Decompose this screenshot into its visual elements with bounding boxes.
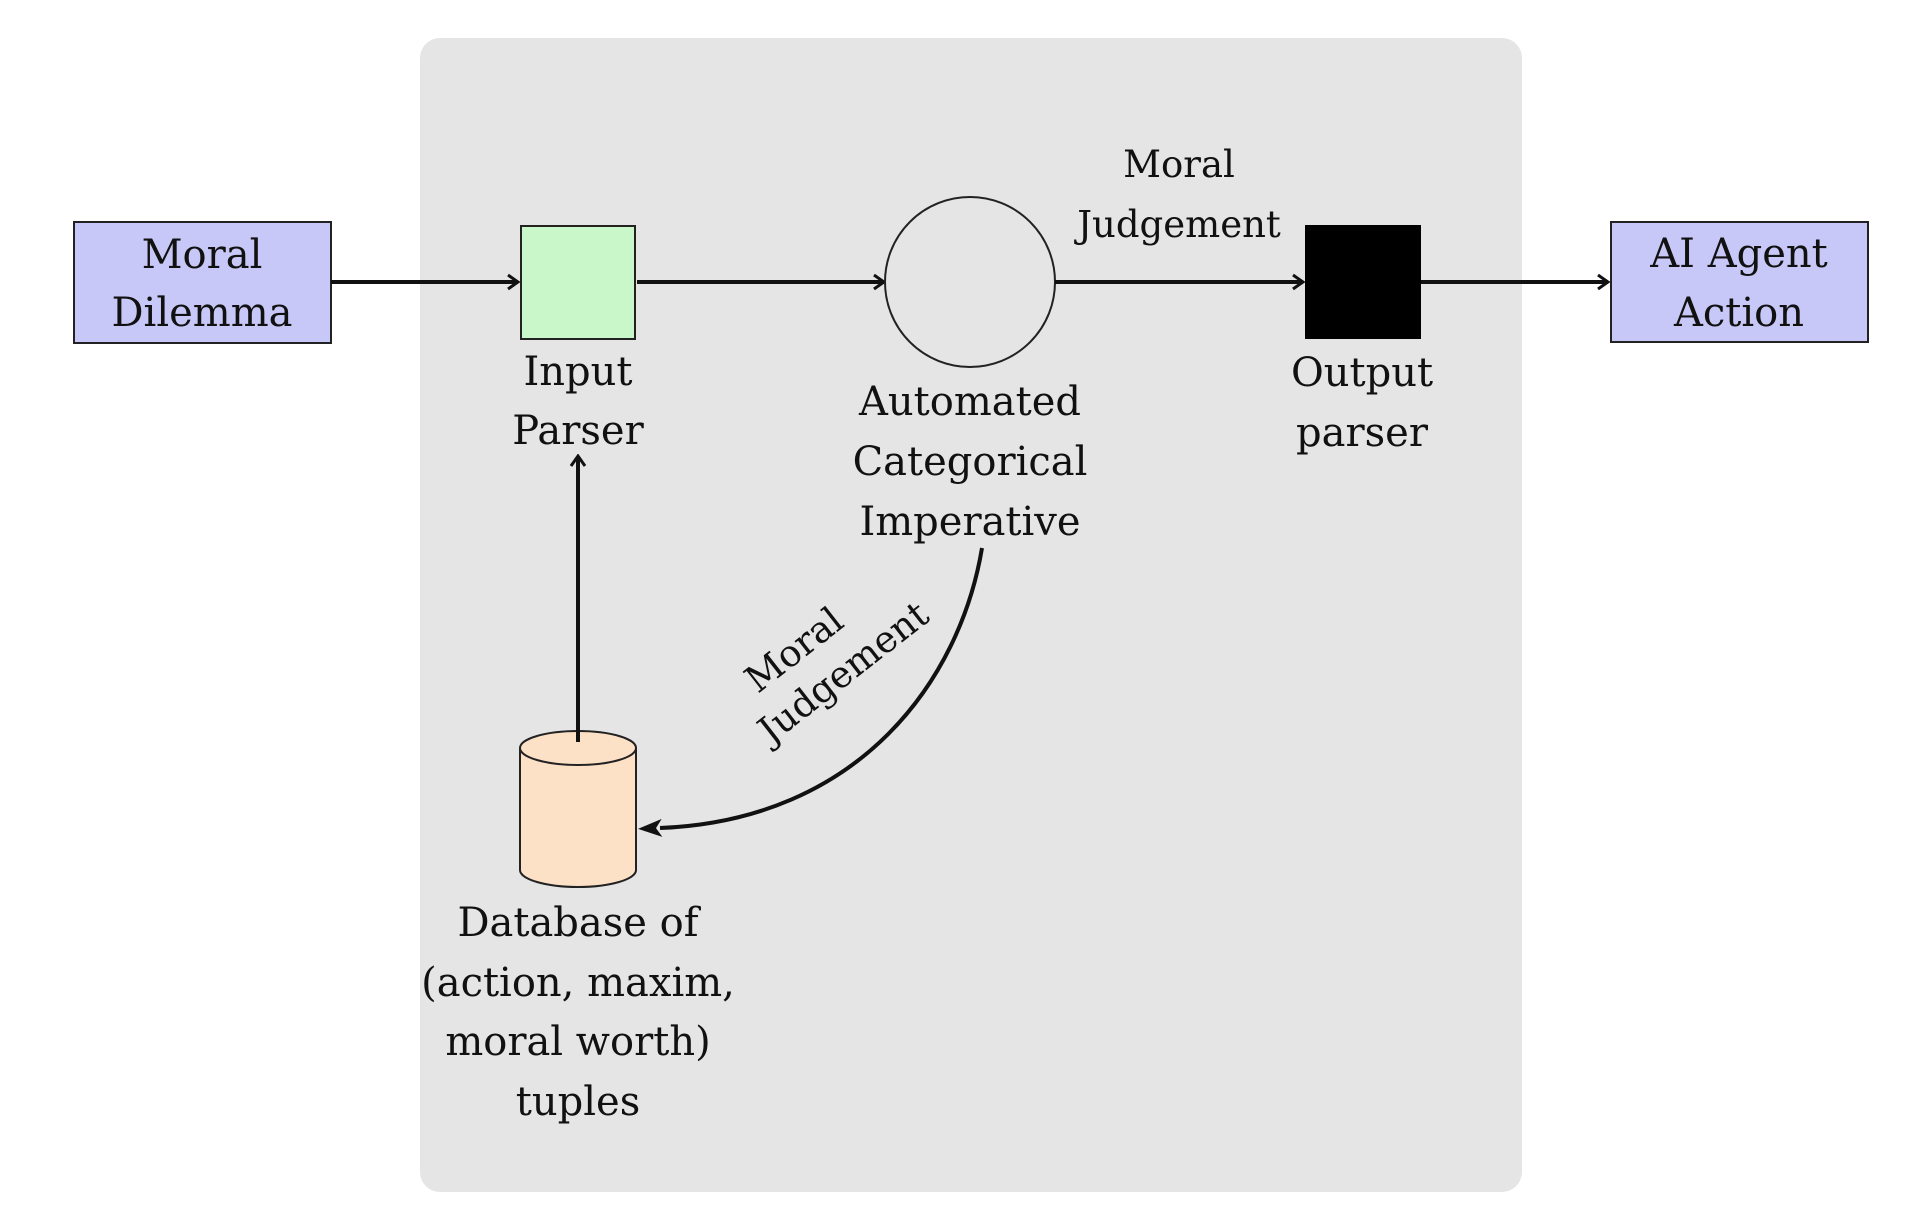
input-parser-label-1: Input bbox=[523, 349, 632, 395]
output-parser-label-2: parser bbox=[1296, 410, 1429, 456]
action-label-2: Action bbox=[1673, 290, 1804, 336]
moral-dilemma-node: Moral Dilemma bbox=[73, 221, 332, 344]
action-label-1: AI Agent bbox=[1649, 231, 1827, 277]
database-label-1: Database of bbox=[457, 900, 701, 946]
moral-dilemma-label-2: Dilemma bbox=[111, 290, 292, 336]
input-parser-node: Input Parser bbox=[512, 225, 645, 454]
imperative-label-1: Automated bbox=[858, 379, 1081, 425]
moral-dilemma-label-1: Moral bbox=[142, 232, 263, 278]
database-label-3: moral worth) bbox=[445, 1019, 710, 1065]
top-edge-label-2: Judgement bbox=[1073, 203, 1281, 246]
output-parser-label-1: Output bbox=[1291, 350, 1433, 396]
categorical-imperative-node: Automated Categorical Imperative bbox=[853, 196, 1088, 545]
imperative-label-2: Categorical bbox=[853, 439, 1088, 485]
input-parser-label-2: Parser bbox=[512, 408, 644, 454]
edge-imperative-to-database bbox=[638, 547, 984, 837]
system-panel bbox=[420, 38, 1522, 1192]
ai-agent-action-node: AI Agent Action bbox=[1610, 221, 1869, 343]
imperative-label-3: Imperative bbox=[859, 499, 1080, 545]
output-parser-node: Output parser bbox=[1291, 225, 1433, 456]
database-label-2: (action, maxim, bbox=[421, 960, 735, 1006]
top-edge-label-1: Moral bbox=[1123, 143, 1235, 186]
database-label-4: tuples bbox=[516, 1079, 640, 1125]
